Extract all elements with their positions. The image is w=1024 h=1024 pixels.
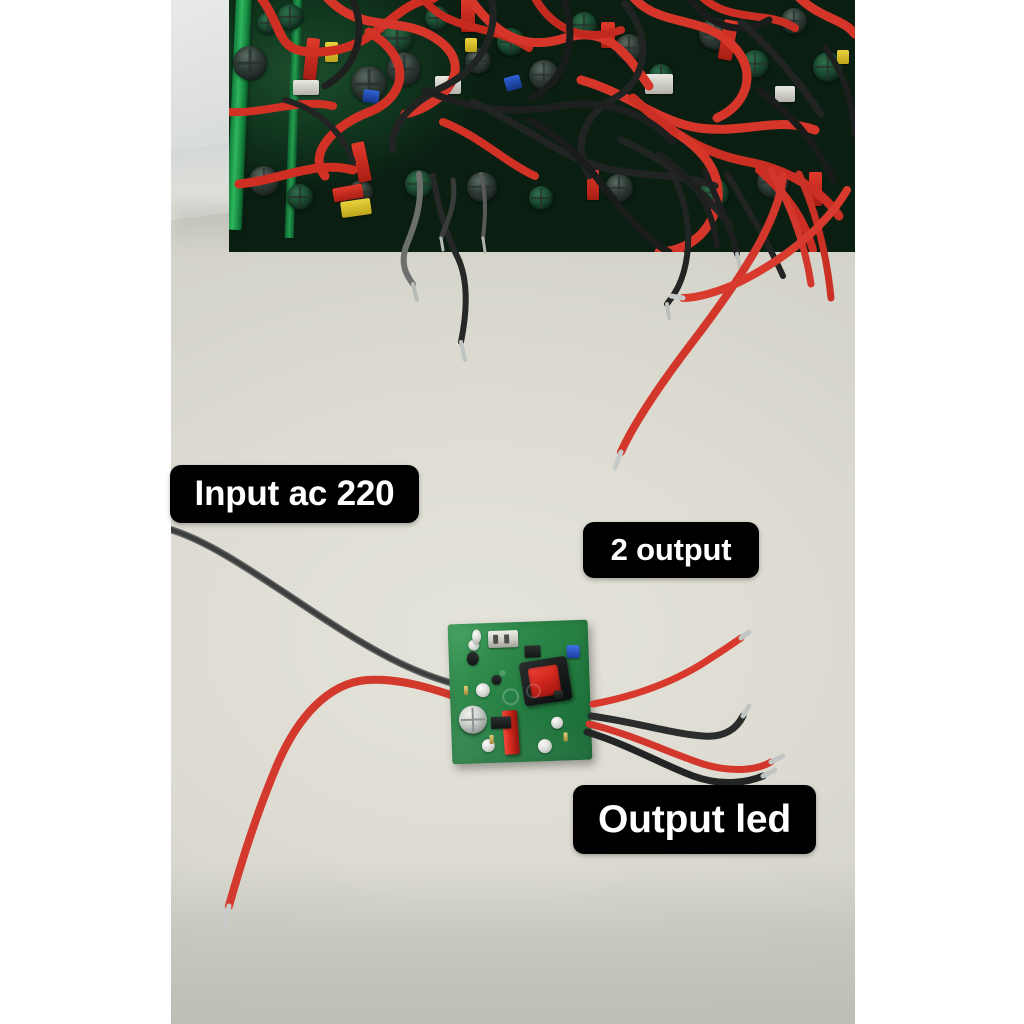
capacitor — [699, 178, 729, 208]
blue-trimmer — [566, 644, 580, 659]
red-transformer — [518, 655, 573, 707]
capacitor — [249, 166, 279, 196]
resistor — [553, 690, 564, 700]
white-connector — [775, 86, 795, 102]
white-connector — [487, 630, 519, 649]
capacitor — [405, 170, 433, 198]
red-component — [601, 22, 615, 48]
capacitor — [757, 166, 789, 198]
capacitor — [277, 4, 303, 30]
callout-2-output: 2 output — [583, 522, 759, 578]
capacitor — [781, 8, 807, 34]
capacitor — [529, 60, 559, 90]
capacitor — [425, 6, 449, 30]
led-driver-pcb — [447, 619, 593, 765]
capacitor — [467, 172, 497, 202]
white-connector — [293, 80, 319, 95]
capacitor — [605, 174, 633, 202]
capacitor — [741, 50, 769, 78]
capacitor — [529, 186, 553, 210]
capacitor — [233, 46, 267, 80]
capacitor — [257, 12, 279, 34]
callout-input-ac-220: Input ac 220 — [170, 465, 419, 523]
yellow-component — [465, 38, 477, 52]
red-component — [461, 0, 475, 32]
capacitor — [287, 184, 313, 210]
capacitor — [387, 52, 421, 86]
component-lead — [563, 732, 568, 742]
white-connector — [645, 74, 673, 94]
yellow-component — [325, 42, 338, 62]
stack-background — [229, 0, 855, 252]
yellow-component — [837, 50, 849, 64]
capacitor — [381, 22, 413, 54]
capacitor — [497, 28, 525, 56]
capacitor — [615, 34, 643, 62]
red-component — [809, 172, 822, 206]
component-lead — [463, 685, 469, 695]
blue-component — [362, 88, 380, 105]
transistor — [524, 645, 541, 658]
ic-chip — [490, 716, 512, 730]
table-sheen — [171, 860, 855, 1024]
component-lead — [489, 734, 494, 745]
stacked-circuit-boards — [229, 0, 855, 252]
white-connector — [435, 76, 461, 94]
red-component — [587, 170, 599, 200]
capacitor — [571, 12, 597, 38]
callout-output-led: Output led — [573, 785, 816, 854]
